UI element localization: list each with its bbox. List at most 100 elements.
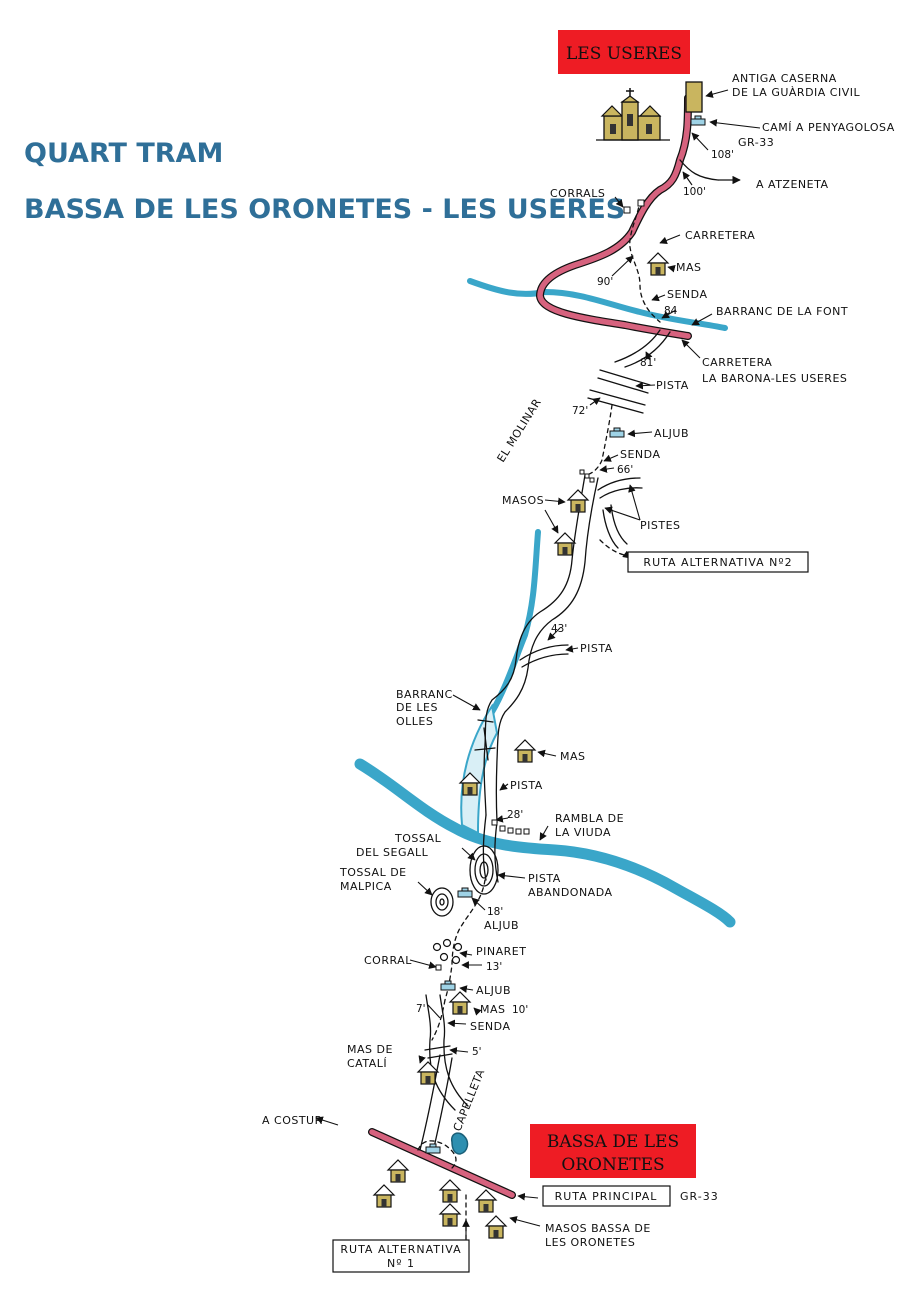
carretera: CARRETERA [685,229,755,242]
rambla-2: LA VIUDA [555,826,611,839]
house-icon [373,1184,395,1208]
time-108: 108' [711,149,734,161]
tossal-malpica-1: TOSSAL DE [339,866,407,879]
time-10: 10' [512,1004,528,1016]
pine-icons [432,938,463,965]
antiga-caserna-2: DE LA GUÀRDIA CIVIL [732,86,860,99]
pistes: PISTES [640,519,681,532]
ruta-principal-box: RUTA PRINCIPAL GR-33 [542,1185,718,1207]
ruta-alt2-box: RUTA ALTERNATIVA Nº2 [627,551,809,573]
cistern-icon [425,1143,441,1154]
water-features [354,278,736,1155]
barranc-olles-2: DE LES [396,701,438,714]
house-icon [475,1189,497,1213]
mas-mid: MAS [560,750,586,763]
tracks [419,329,671,1153]
barranc-olles-1: BARRANC [396,688,453,701]
barranc-font: BARRANC DE LA FONT [716,305,848,318]
barranc-olles-3: OLLES [396,715,433,728]
caserna-building [685,81,703,113]
time-18: 18' [487,906,503,918]
antiga-caserna-1: ANTIGA CASERNA [732,72,837,85]
mas-10: MAS [480,1003,506,1016]
aljub-top: ALJUB [654,427,689,440]
time-100: 100' [683,186,706,198]
mas-catali-1: MAS DE [347,1043,393,1056]
bassa-label-line1: BASSA DE LES [547,1132,679,1152]
house-icon [417,1061,439,1085]
roads [368,94,719,1199]
house-icon [567,489,589,513]
house-icon [647,252,669,276]
olles-wide-bed [460,703,499,835]
gr33-top: GR-33 [738,136,774,149]
time-5: 5' [472,1046,482,1058]
time-84: 84 [664,305,678,317]
masos-bassa-2: LES ORONETES [545,1236,635,1249]
pista-aband-1: PISTA [528,872,561,885]
road-to-atzeneta [679,159,719,181]
time-72: 72' [572,405,588,417]
footpaths [417,199,661,1241]
tossal-del-segall [469,845,499,895]
cami-penyagolosa: CAMÍ A PENYAGOLOSA [762,121,895,134]
time-90: 90' [597,276,613,288]
corral-icons [435,199,645,971]
corrals: CORRALS [550,187,605,200]
ruta-alt2-label: RUTA ALTERNATIVA Nº2 [643,556,792,569]
masos-bassa-1: MASOS BASSA DE [545,1222,651,1235]
house-icon [554,532,576,556]
house-icon [439,1203,461,1227]
rambla-de-la-viuda [354,758,736,928]
time-66: 66' [617,464,633,476]
house-icon [439,1179,461,1203]
capelleta: CAPELLETA [451,1067,488,1133]
place-labels: ANTIGA CASERNA DE LA GUÀRDIA CIVIL CAMÍ … [262,72,895,1249]
a-atzeneta: A ATZENETA [756,178,828,191]
senda-low: SENDA [470,1020,510,1033]
bassa-label-line2: ORONETES [561,1155,664,1175]
el-molinar: EL MOLINAR [495,396,544,464]
tossal-segall-2: DEL SEGALL [356,846,429,859]
rambla-1: RAMBLA DE [555,812,624,825]
pista-43: PISTA [580,642,613,655]
barranc-de-la-font [467,278,728,331]
house-icon [485,1215,507,1239]
ruta-alt1-line2: Nº 1 [387,1257,415,1270]
cistern-icon [609,427,625,438]
pista-aband-2: ABANDONADA [528,886,613,899]
house-icon [449,991,471,1015]
bassa-pond [450,1132,469,1155]
tossal-malpica-2: MALPICA [340,880,392,893]
church-icon [596,88,670,141]
carretera2-1: CARRETERA [702,356,772,369]
aljub-18: ALJUB [484,919,519,932]
mas-top: MAS [676,261,702,274]
pista-81: PISTA [656,379,689,392]
time-28: 28' [507,809,523,821]
label-arrows [315,89,761,1240]
les-useres-label: LES USERES [566,44,682,64]
pista-mid: PISTA [510,779,543,792]
cistern-icon [690,115,706,126]
title-line1: QUART TRAM [24,138,223,169]
aljub-low: ALJUB [476,984,511,997]
house-icon [387,1159,409,1183]
house-icon [514,739,536,763]
ruta-principal-label: RUTA PRINCIPAL [555,1190,658,1203]
a-costur: A COSTUR [262,1114,323,1127]
carretera2-2: LA BARONA-LES USERES [702,372,847,385]
time-43: 43' [551,623,567,635]
pinaret: PINARET [476,945,526,958]
title-line2: BASSA DE LES ORONETES - LES USERES [24,194,625,225]
masos: MASOS [502,494,544,507]
senda-66: SENDA [620,448,660,461]
cistern-icon [440,980,456,991]
mas-catali-2: CATALÍ [347,1057,387,1070]
time-13: 13' [486,961,502,973]
time-81: 81' [640,357,656,369]
corral: CORRAL [364,954,412,967]
end-box: LES USERES [558,30,690,74]
senda-top: SENDA [667,288,707,301]
